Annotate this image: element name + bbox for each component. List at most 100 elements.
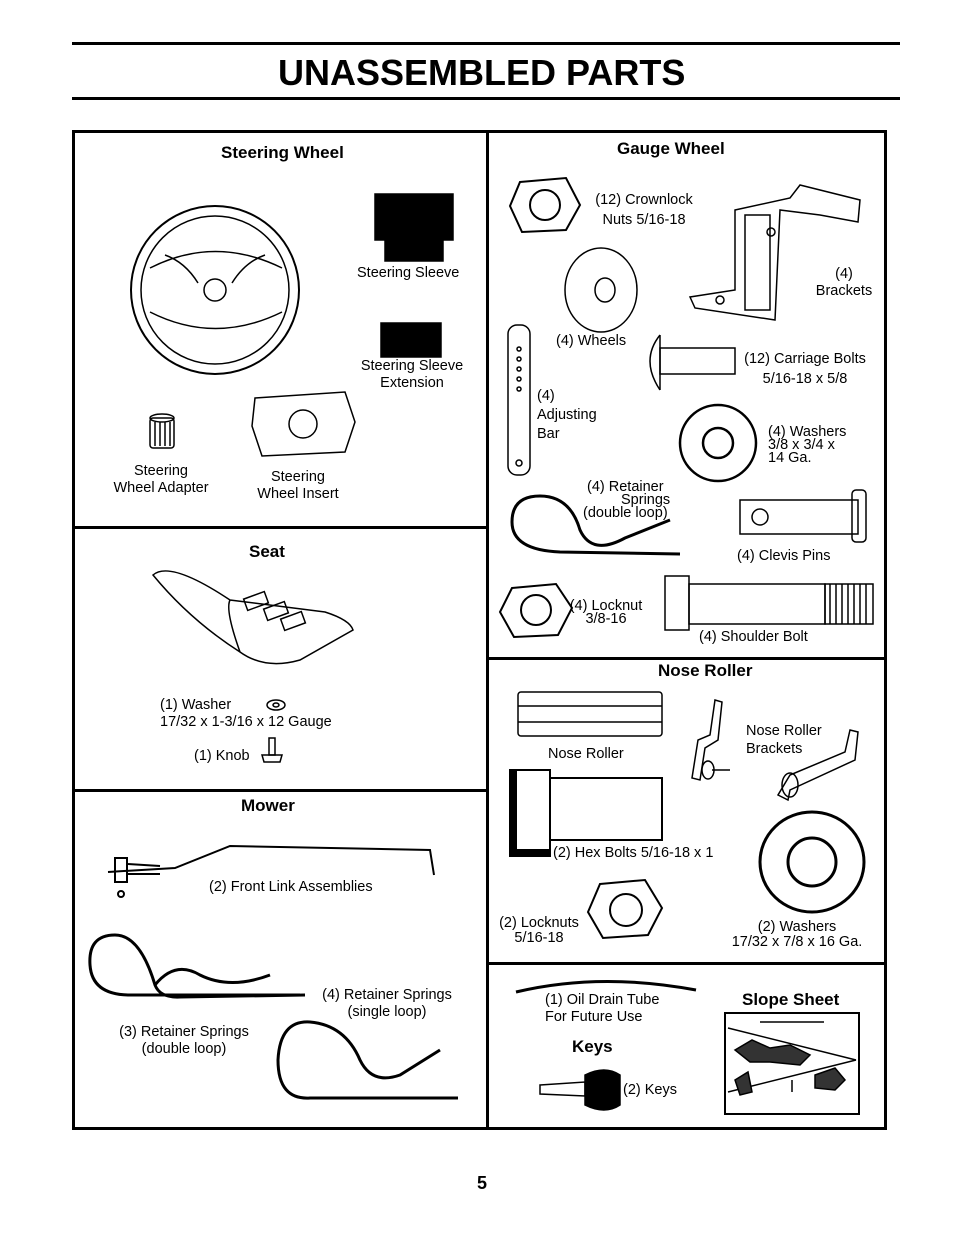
knob-icon [261, 737, 283, 763]
label-line: (double loop) [141, 1041, 227, 1057]
label-nose-washers: (2) Washers 17/32 x 7/8 x 16 Ga. [724, 920, 870, 950]
seat-icon [151, 570, 354, 665]
retainer-spring-double-icon [88, 933, 306, 999]
heading-gauge-wheel: Gauge Wheel [617, 139, 725, 158]
label-line: 17/32 x 7/8 x 16 Ga. [731, 934, 863, 950]
label-nose-locknuts: (2) Locknuts 5/16-18 [490, 916, 588, 946]
label-line: (4) Retainer [587, 479, 664, 495]
label-line: 3/8 x 3/4 x [768, 437, 835, 453]
nose-locknut-icon [586, 878, 664, 940]
label-gauge-washers: (4) Washers 3/8 x 3/4 x 14 Ga. [768, 424, 847, 466]
label-brackets: (4) Brackets [808, 266, 880, 300]
label-line: (4) [835, 266, 853, 282]
panel-misc [486, 962, 887, 1130]
label-line: Brackets [746, 741, 803, 757]
heading-keys: Keys [572, 1037, 613, 1056]
page-title: UNASSEMBLED PARTS [278, 52, 686, 93]
steering-sleeve-extension-icon [380, 322, 442, 358]
label-line: (2) Washers [757, 919, 837, 935]
label-gauge-locknut: (4) Locknut 3/8-16 [565, 599, 647, 627]
label-line: Nuts 5/16-18 [602, 212, 686, 228]
retainer-spring-single-icon [276, 1020, 458, 1100]
title-underline [72, 97, 900, 100]
label-line: (4) [537, 388, 555, 404]
nose-washer-icon [758, 810, 866, 914]
gauge-washer-icon [678, 403, 758, 483]
label-carriage-bolts: (12) Carriage Bolts 5/16-18 x 5/8 [734, 351, 876, 388]
label-keys: (2) Keys [623, 1082, 677, 1098]
label-line: (12) Carriage Bolts [744, 351, 866, 367]
gauge-retainer-spring-icon [510, 494, 681, 556]
label-line: 5/16-18 [514, 930, 564, 946]
label-line: 5/16-18 x 5/8 [762, 371, 848, 387]
adjusting-bar-icon [507, 324, 531, 476]
label-nose-roller: Nose Roller [548, 746, 624, 762]
heading-nose-roller: Nose Roller [658, 661, 753, 680]
label-line: Nose Roller [746, 723, 822, 739]
label-clevis-pins: (4) Clevis Pins [737, 548, 831, 564]
steering-wheel-adapter-icon [149, 413, 175, 449]
label-front-link-assemblies: (2) Front Link Assemblies [209, 879, 373, 895]
front-link-assembly-icon [107, 844, 435, 898]
label-steering-wheel-insert: Steering Wheel Insert [250, 469, 346, 503]
label-line: (1) Oil Drain Tube [545, 992, 660, 1008]
label-line: (1) Washer [160, 697, 232, 713]
label-wheels: (4) Wheels [556, 333, 627, 349]
gauge-wheel-icon [564, 247, 638, 333]
clevis-pin-icon [739, 489, 867, 543]
label-line: (2) Locknuts [499, 915, 579, 931]
label-line: (12) Crownlock [595, 192, 693, 208]
label-seat-washer: (1) Washer 17/32 x 1-3/16 x 12 Gauge [160, 697, 332, 731]
label-line: (4) Washers [768, 424, 847, 440]
nose-roller-bracket-icon [691, 699, 859, 802]
label-line: 3/8-16 [585, 611, 627, 627]
steering-sleeve-icon [374, 193, 454, 241]
label-line: 14 Ga. [768, 450, 812, 466]
label-line: Extension [380, 375, 444, 391]
gauge-wheel-bracket-icon [688, 184, 861, 321]
heading-mower: Mower [241, 796, 295, 815]
label-crownlock-nuts: (12) Crownlock Nuts 5/16-18 [582, 192, 706, 229]
label-line: Bar [537, 426, 560, 442]
label-line: Steering [133, 463, 188, 479]
label-line: Adjusting [537, 407, 597, 423]
label-knob: (1) Knob [194, 748, 250, 764]
top-rule [72, 42, 900, 45]
label-steering-wheel-adapter: Steering Wheel Adapter [105, 463, 217, 497]
locknut-icon [498, 582, 574, 639]
heading-steering-wheel: Steering Wheel [221, 143, 344, 162]
label-hex-bolts: (2) Hex Bolts 5/16-18 x 1 [553, 845, 714, 861]
steering-wheel-icon [130, 205, 300, 375]
carriage-bolt-icon [649, 334, 736, 391]
label-retainer-springs-single: (4) Retainer Springs (single loop) [312, 987, 462, 1021]
label-line: Springs [621, 492, 671, 508]
label-line: Wheel Adapter [113, 480, 209, 496]
label-steering-sleeve: Steering Sleeve [357, 265, 460, 281]
nose-roller-icon [517, 691, 663, 737]
label-retainer-springs-double: (3) Retainer Springs (double loop) [108, 1024, 260, 1058]
oil-drain-tube-icon [515, 980, 697, 994]
seat-washer-icon [266, 699, 286, 711]
shoulder-bolt-icon [664, 575, 874, 631]
label-line: Steering Sleeve [360, 358, 464, 374]
page-number: 5 [477, 1173, 488, 1193]
label-line: 17/32 x 1-3/16 x 12 Gauge [160, 714, 332, 730]
label-line: Brackets [815, 283, 873, 299]
label-line: Wheel Insert [257, 486, 339, 502]
label-nose-roller-brackets: Nose Roller Brackets [746, 722, 822, 758]
crownlock-nut-icon [508, 176, 582, 234]
label-oil-drain-tube: (1) Oil Drain Tube For Future Use [545, 992, 659, 1026]
hex-bolt-icon [509, 769, 663, 857]
label-line: (double loop) [583, 505, 668, 521]
label-line: (3) Retainer Springs [119, 1024, 249, 1040]
label-line: Steering [270, 469, 325, 485]
label-line: (4) Retainer Springs [322, 987, 452, 1003]
key-icon [539, 1069, 621, 1111]
label-shoulder-bolt: (4) Shoulder Bolt [699, 629, 808, 645]
slope-sheet-icon [724, 1012, 860, 1115]
label-steering-sleeve-extension: Steering Sleeve Extension [352, 358, 472, 392]
heading-seat: Seat [249, 542, 285, 561]
label-line: For Future Use [545, 1009, 643, 1025]
label-line: (single loop) [347, 1004, 427, 1020]
